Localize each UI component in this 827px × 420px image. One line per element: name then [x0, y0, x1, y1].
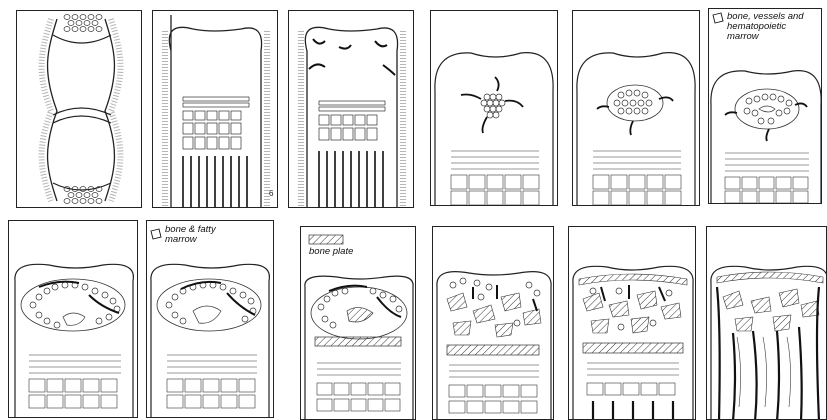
panel-2-cell-rows [183, 97, 249, 149]
panel-1-bottom-cells [64, 187, 102, 204]
panel-1-drawing [17, 11, 142, 208]
panel-12-trabeculae [723, 289, 819, 331]
panel-7-drawing [9, 221, 138, 418]
panel-4-center [481, 94, 505, 118]
panel-3-drawing [289, 11, 414, 208]
panel-5-expanding-center [572, 10, 700, 206]
legend-fatty-swatch [151, 229, 161, 239]
panel-5-drawing [573, 11, 700, 206]
panel-3-vascular-invasion [288, 10, 414, 208]
legend-plate-label: bone plate [309, 247, 389, 257]
panel-11-epiphyseal-bone [568, 226, 696, 420]
panel-7-marrow-expansion [8, 220, 138, 418]
panel-4-ossification-center [430, 10, 558, 206]
panel-12-cap [717, 272, 823, 283]
panel-2-drawing [153, 11, 278, 208]
panel-12-drawing [707, 227, 827, 420]
panel-8-drawing [147, 221, 274, 418]
panel-10-drawing [433, 227, 554, 420]
panel-11-plate [583, 343, 683, 353]
panel-10-plate [447, 345, 539, 355]
panel-2-number: 6 [269, 189, 273, 198]
panel-10-trabeculae [447, 293, 541, 337]
panel-11-drawing [569, 227, 696, 420]
panel-9-plate [315, 337, 401, 346]
panel-9-bone-plate: bone plate [300, 226, 416, 420]
panel-10-trabecular-bone [432, 226, 554, 420]
legend-marrow-swatch [713, 13, 723, 23]
panel-6-bone-marrow: bone, vessels and hematopoietic marrow [708, 8, 822, 204]
panel-4-drawing [431, 11, 558, 206]
panel-8-fatty-marrow: bone & fatty marrow [146, 220, 274, 418]
panel-3-vessels [309, 39, 395, 75]
legend-fatty-label: bone & fatty marrow [165, 225, 243, 245]
legend-plate-swatch [309, 235, 343, 244]
panel-1-cartilage-model [16, 10, 142, 208]
panel-8-center [157, 279, 261, 331]
panel-11-trabeculae [583, 291, 681, 333]
panel-2-hypertrophic-cartilage: 6 [152, 10, 278, 208]
panel-2-columns [183, 156, 247, 207]
panel-1-top-cells [64, 15, 102, 32]
legend-marrow-label: bone, vessels and hematopoietic marrow [727, 12, 819, 42]
panel-11-cap [579, 274, 687, 285]
panel-12-mature-epiphysis [706, 226, 827, 420]
